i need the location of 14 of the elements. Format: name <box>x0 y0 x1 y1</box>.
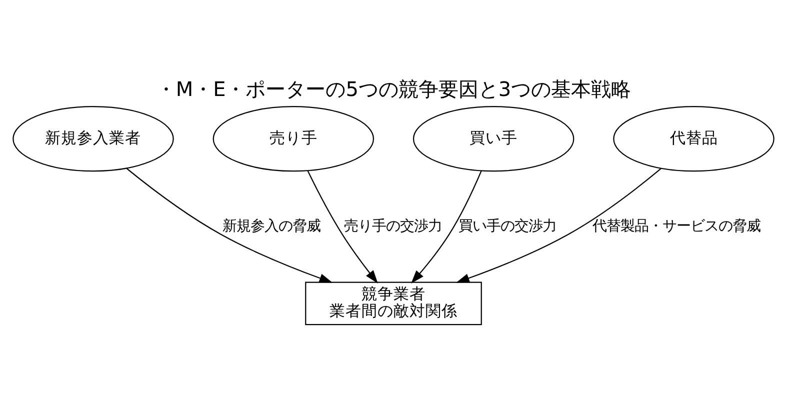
edge-label: 買い手の交渉力 <box>458 218 556 234</box>
node-ellipse: 新規参入業者 <box>12 106 174 172</box>
arrow <box>307 170 378 284</box>
node-box: 競争業者 業者間の敵対関係 <box>305 282 482 326</box>
arrow <box>456 168 662 283</box>
edge-label: 売り手の交渉力 <box>344 218 442 234</box>
arrow <box>126 168 333 283</box>
edge-label: 代替製品・サービスの脅威 <box>592 218 761 234</box>
edge-label: 新規参入の脅威 <box>222 218 321 234</box>
node-ellipse: 買い手 <box>412 106 574 172</box>
diagram-title: ・M・E・ポーターの5つの競争要因と3つの基本戦略 <box>156 76 632 101</box>
arrow <box>411 170 482 284</box>
node-ellipse: 売り手 <box>212 106 374 172</box>
node-ellipse: 代替品 <box>613 106 774 172</box>
